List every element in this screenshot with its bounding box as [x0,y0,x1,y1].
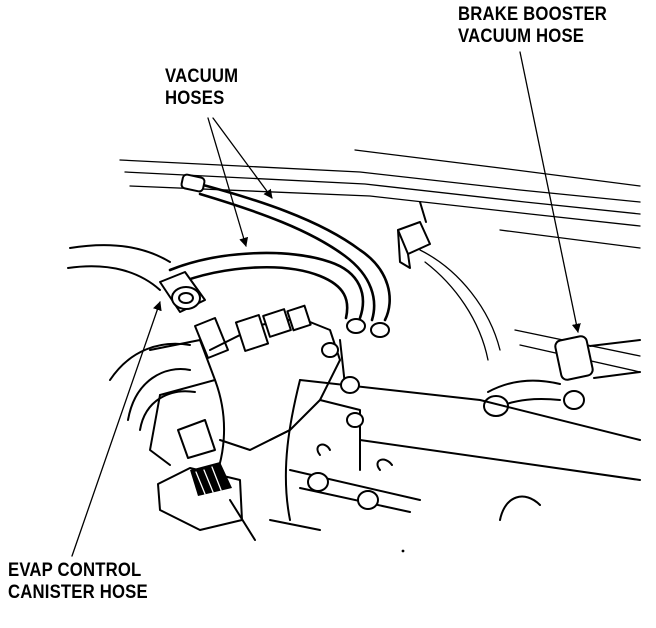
vacuum-hoses-label-line1: VACUUM [165,66,239,87]
connector-grille [190,462,232,496]
sensor-connector [157,419,256,541]
intake-manifold [284,339,641,521]
evap-label-line2: CANISTER HOSE [8,582,148,603]
vacuum-hose-upper [180,173,391,338]
evap-label-line1: EVAP CONTROL [8,560,142,581]
brake-booster-hose [483,335,641,417]
leader-lines [71,51,581,557]
brake-booster-label-line1: BRAKE BOOSTER [458,4,608,25]
air-duct [67,244,191,381]
vacuum-hoses-label: VACUUM HOSES [165,66,238,110]
evap-canister-hose-label: EVAP CONTROL CANISTER HOSE [8,560,148,604]
lower-ports [269,429,541,531]
brake-booster-label-line2: VACUUM HOSE [458,26,585,47]
vacuum-connector [397,201,501,361]
brake-booster-label: BRAKE BOOSTER VACUUM HOSE [458,4,607,48]
vacuum-hose-lower [168,251,366,334]
evap-hose-fitting [159,271,206,313]
throttle-body [127,304,341,491]
vacuum-hoses-label-line2: HOSES [165,88,225,109]
